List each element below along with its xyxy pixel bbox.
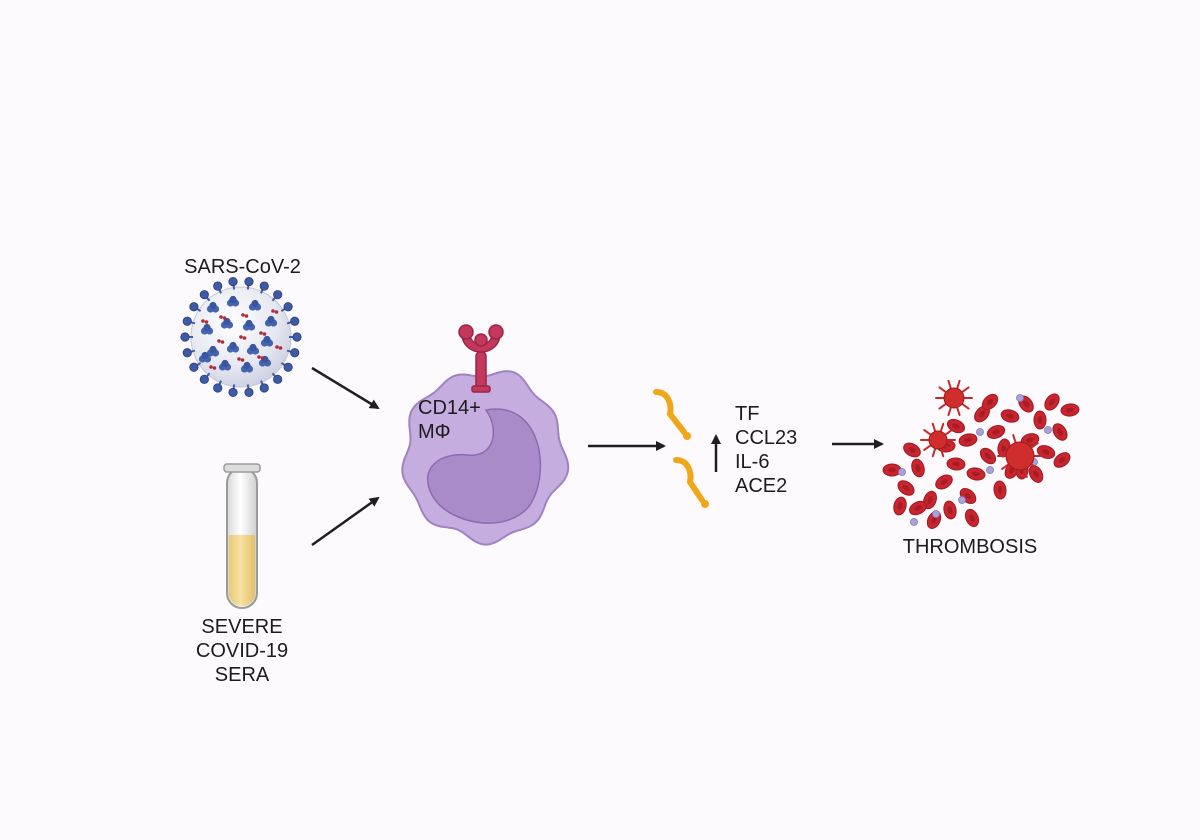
cell-label: CD14+ MΦ [418,396,481,444]
secreted-mediator-icon [683,432,691,440]
thrombosis-label: THROMBOSIS [902,536,1038,558]
marker-item: CCL23 [735,427,798,449]
sera-label: SEVERE COVID-19 SERA [187,615,297,687]
sera-label-line: SEVERE [201,616,283,638]
marker-item: ACE2 [735,475,788,497]
cell-label-line: MΦ [418,421,451,443]
serum-test-tube-icon [223,463,261,609]
macrophage-cell-icon [401,370,570,546]
sera-to-cell-arrow [311,496,380,547]
cell-label-line: CD14+ [418,397,481,419]
thrombus-icon [882,379,1080,530]
marker-item: IL-6 [735,451,770,473]
marker-item: TF [735,403,760,425]
sera-label-line: SERA [214,664,270,686]
sera-label-line: COVID-19 [195,640,289,662]
virus-label: SARS-CoV-2 [184,256,301,278]
marker-list: TF CCL23 IL-6 ACE2 [735,402,797,498]
virus-to-cell-arrow [311,366,380,410]
cd14-receptor-icon [458,324,504,393]
sars-cov-2-virion-icon [180,276,302,398]
secreted-mediator-icon [701,500,709,508]
secreted-mediator-icon [653,389,705,503]
